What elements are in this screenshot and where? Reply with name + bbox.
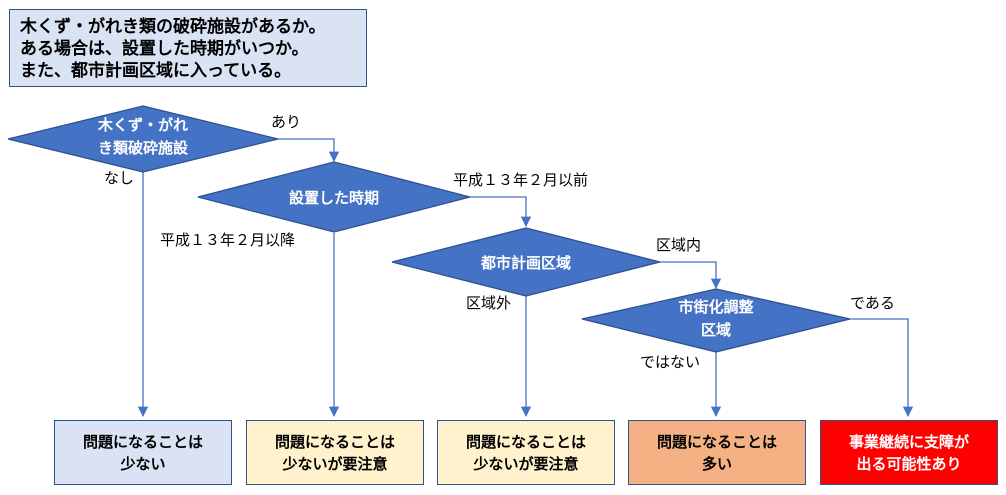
result-caution-period-line-1: 問題になることは xyxy=(274,432,395,451)
question-line-3: また、都市計画区域に入っている。 xyxy=(20,61,292,81)
decision-urban-area xyxy=(391,227,661,297)
decision-facility-label-1: 木くず・がれ xyxy=(97,116,188,134)
edge-facility-yes xyxy=(278,138,340,163)
edge-label-urban-inside: 区域内 xyxy=(656,236,701,254)
edge-label-control-yes: である xyxy=(850,294,895,312)
question-line-2: ある場合は、設置した時期がいつか。 xyxy=(20,39,309,59)
decision-control-label-2: 区域 xyxy=(701,321,731,339)
result-caution-period-line-2: 少ないが要注意 xyxy=(282,454,388,473)
decision-urbanization-control xyxy=(581,288,851,353)
result-high-risk-line-1: 問題になることは xyxy=(656,432,777,451)
decision-period-label: 設置した時期 xyxy=(289,189,379,207)
edge-urban-inside xyxy=(660,261,722,290)
result-caution-outside-line-2: 少ないが要注意 xyxy=(473,454,579,473)
edge-label-period-after: 平成１３年２月以降 xyxy=(160,231,295,249)
result-caution-outside: 問題になることは 少ないが要注意 xyxy=(437,420,615,485)
result-business-impact: 事業継続に支障が 出る可能性あり xyxy=(820,420,998,485)
decision-control-label-1: 市街化調整 xyxy=(678,298,753,316)
result-business-impact-line-1: 事業継続に支障が xyxy=(848,432,969,451)
question-box: 木くず・がれき類の破砕施設があるか。 ある場合は、設置した時期がいつか。 また、… xyxy=(9,9,367,87)
edge-label-urban-outside: 区域外 xyxy=(466,294,511,312)
decision-period xyxy=(197,161,471,233)
result-high-risk-line-2: 多い xyxy=(701,454,732,473)
decision-urban-area-label: 都市計画区域 xyxy=(480,254,571,272)
result-low-risk-line-1: 問題になることは xyxy=(82,432,203,451)
result-caution-period: 問題になることは 少ないが要注意 xyxy=(246,420,424,485)
edge-label-facility-no: なし xyxy=(104,169,134,187)
edge-control-yes xyxy=(850,318,914,418)
result-low-risk: 問題になることは 少ない xyxy=(54,420,232,485)
result-business-impact-line-2: 出る可能性あり xyxy=(856,454,962,473)
edge-label-facility-yes: あり xyxy=(271,113,301,131)
question-line-1: 木くず・がれき類の破砕施設があるか。 xyxy=(20,17,326,37)
decision-facility-label-2: き類破砕施設 xyxy=(98,139,189,157)
edge-label-period-before: 平成１３年２月以前 xyxy=(453,171,588,189)
edge-period-before xyxy=(470,196,532,228)
result-caution-outside-line-1: 問題になることは xyxy=(465,432,586,451)
result-low-risk-line-2: 少ない xyxy=(120,454,166,473)
result-high-risk: 問題になることは 多い xyxy=(628,420,806,485)
decision-facility xyxy=(7,105,279,173)
edge-label-control-no: ではない xyxy=(640,353,700,371)
